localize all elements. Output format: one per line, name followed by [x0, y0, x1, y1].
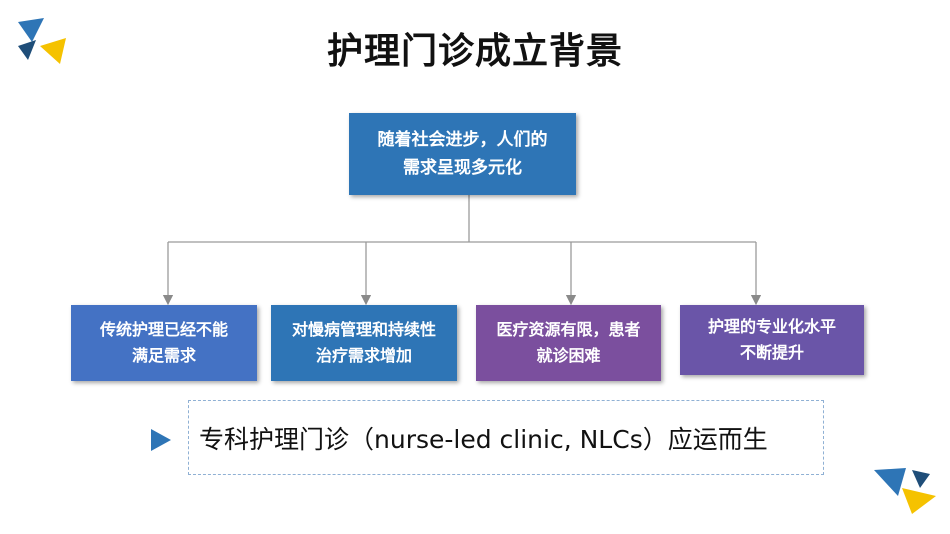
triangle-decoration-icon: [18, 18, 66, 64]
child-node-professionalization: 护理的专业化水平 不断提升: [680, 305, 864, 375]
root-node: 随着社会进步，人们的 需求呈现多元化: [349, 113, 576, 195]
triangle-decoration-icon: [874, 468, 936, 514]
conclusion-box: 专科护理门诊（nurse-led clinic, NLCs）应运而生: [188, 400, 824, 475]
child-node-tradition: 传统护理已经不能 满足需求: [71, 305, 257, 381]
child-node-chronic-care: 对慢病管理和持续性 治疗需求增加: [271, 305, 457, 381]
root-node-line2: 需求呈现多元化: [403, 158, 522, 178]
child-node-line1: 传统护理已经不能: [99, 319, 228, 339]
child-node-line2: 就诊困难: [536, 346, 601, 365]
child-node-line2: 满足需求: [131, 346, 196, 365]
child-node-line1: 对慢病管理和持续性: [291, 319, 436, 339]
child-node-limited-resources: 医疗资源有限，患者 就诊困难: [476, 305, 661, 381]
page-title: 护理门诊成立背景: [326, 31, 623, 72]
child-node-line2: 不断提升: [739, 343, 804, 362]
conclusion-text: 专科护理门诊（nurse-led clinic, NLCs）应运而生: [199, 424, 768, 454]
play-arrow-icon: [151, 429, 171, 451]
child-node-line2: 治疗需求增加: [315, 346, 412, 365]
child-node-line1: 医疗资源有限，患者: [496, 319, 641, 339]
root-node-line1: 随着社会进步，人们的: [377, 129, 548, 150]
child-node-line1: 护理的专业化水平: [707, 316, 836, 336]
